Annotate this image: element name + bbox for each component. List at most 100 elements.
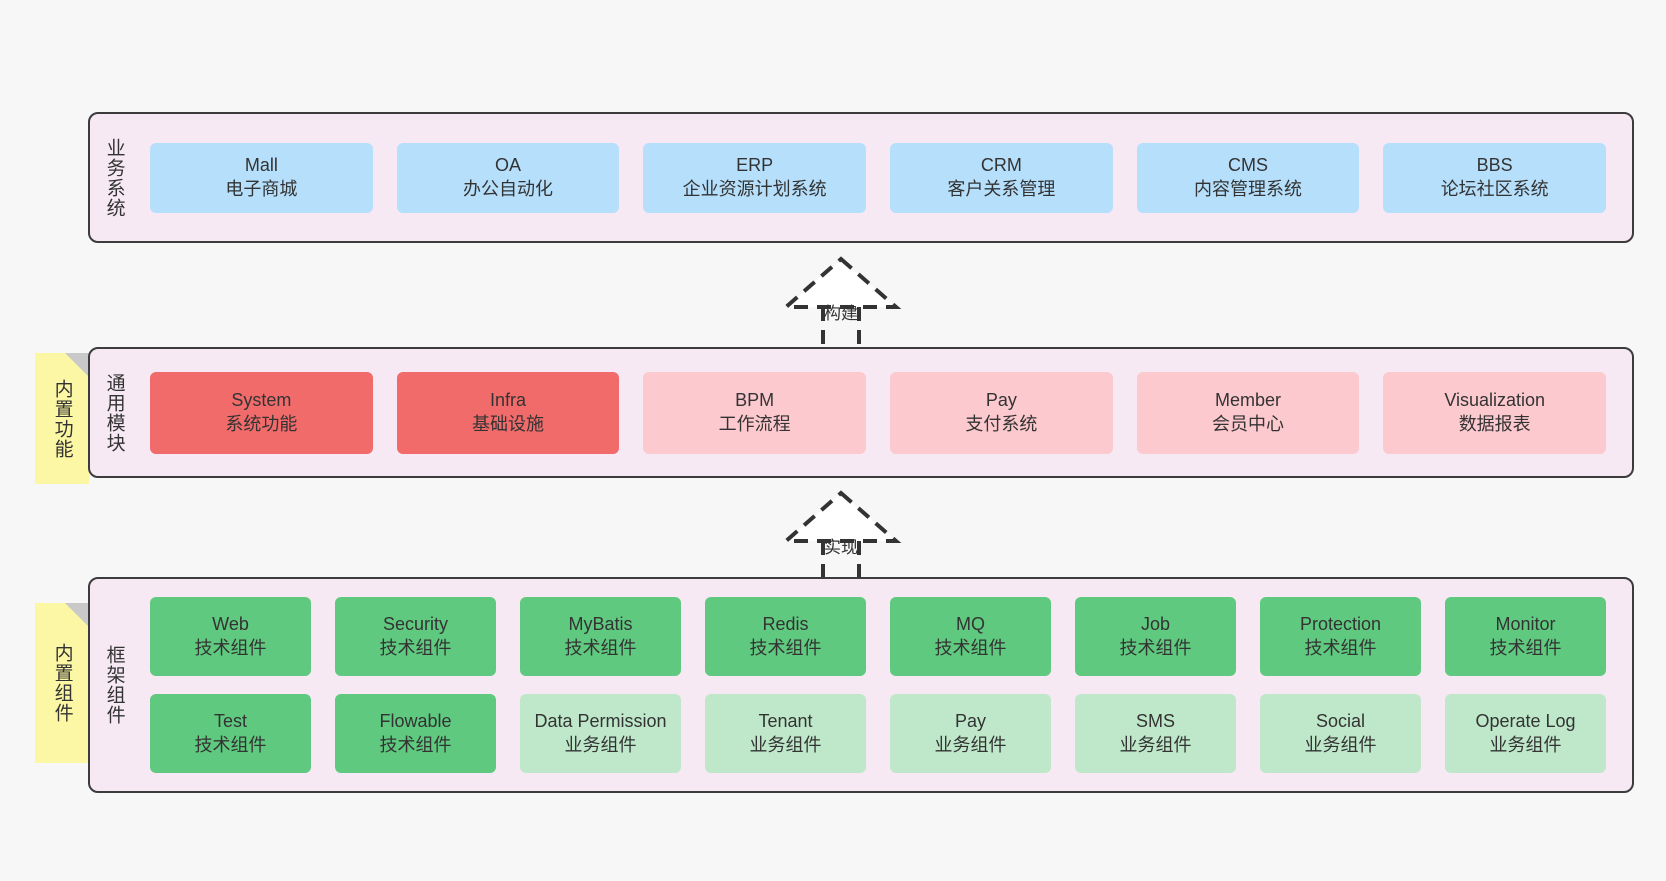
node-infra[interactable]: Infra 基础设施 (396, 371, 620, 454)
node-flowable[interactable]: Flowable 技术组件 (335, 694, 496, 773)
node-redis[interactable]: Redis 技术组件 (705, 597, 866, 676)
node-subtitle: 系统功能 (225, 413, 298, 434)
layer-row: Web 技术组件 Security 技术组件 MyBatis 技术组件 Redi… (138, 597, 1618, 676)
node-title: Pay (985, 390, 1017, 411)
node-title: Test (213, 711, 247, 732)
connector-label: 实现 (824, 538, 858, 557)
node-title: OA (495, 155, 522, 176)
node-subtitle: 会员中心 (1212, 413, 1285, 434)
node-cms[interactable]: CMS 内容管理系统 (1136, 142, 1360, 213)
node-bpm[interactable]: BPM 工作流程 (643, 371, 867, 454)
node-title: Job (1140, 614, 1171, 635)
sticky-note-builtin-components: 内置组件 (35, 603, 89, 763)
node-sms[interactable]: SMS 业务组件 (1075, 694, 1236, 773)
node-subtitle: 技术组件 (1304, 637, 1377, 658)
layer-business-systems: 业务系统 Mall 电子商城 OA 办公自动化 ERP 企业资源计划系统 CRM… (88, 112, 1634, 243)
node-subtitle: 业务组件 (749, 734, 822, 755)
node-subtitle: 客户关系管理 (947, 178, 1056, 199)
node-title: Tenant (758, 711, 813, 732)
node-social[interactable]: Social 业务组件 (1260, 694, 1421, 773)
node-subtitle: 技术组件 (934, 637, 1007, 658)
node-title: ERP (736, 155, 774, 176)
node-pay[interactable]: Pay 支付系统 (890, 371, 1113, 454)
node-subtitle: 工作流程 (718, 413, 791, 434)
node-subtitle: 技术组件 (379, 637, 452, 658)
node-subtitle: 技术组件 (194, 734, 267, 755)
node-oa[interactable]: OA 办公自动化 (396, 142, 620, 213)
connector-build: 构建 (751, 253, 931, 363)
node-subtitle: 业务组件 (934, 734, 1007, 755)
layer-title-common-modules: 通用模块 (103, 372, 125, 453)
layer-body-business-systems: Mall 电子商城 OA 办公自动化 ERP 企业资源计划系统 CRM 客户关系… (138, 114, 1632, 241)
node-bbs[interactable]: BBS 论坛社区系统 (1383, 142, 1607, 213)
node-subtitle: 基础设施 (472, 413, 544, 434)
node-protection[interactable]: Protection 技术组件 (1260, 597, 1421, 676)
layer-body-framework-components: Web 技术组件 Security 技术组件 MyBatis 技术组件 Redi… (138, 579, 1632, 791)
node-operate-log[interactable]: Operate Log 业务组件 (1445, 694, 1606, 773)
node-erp[interactable]: ERP 企业资源计划系统 (643, 142, 867, 213)
node-mq[interactable]: MQ 技术组件 (890, 597, 1051, 676)
layer-framework-components: 框架组件 Web 技术组件 Security 技术组件 MyBatis 技术组件… (88, 577, 1634, 793)
node-subtitle: 支付系统 (965, 413, 1038, 434)
node-title: Social (1315, 711, 1366, 732)
node-title: Member (1215, 390, 1282, 411)
node-title: MyBatis (568, 614, 633, 635)
node-visualization[interactable]: Visualization 数据报表 (1383, 371, 1607, 454)
sticky-note-label: 内置功能 (51, 378, 73, 459)
node-job[interactable]: Job 技术组件 (1075, 597, 1236, 676)
node-subtitle: 技术组件 (749, 637, 822, 658)
node-subtitle: 业务组件 (564, 734, 637, 755)
node-subtitle: 论坛社区系统 (1440, 178, 1549, 199)
node-title: Data Permission (534, 711, 667, 732)
node-title: CMS (1228, 155, 1269, 176)
node-title: Security (382, 614, 449, 635)
sticky-note-builtin-features: 内置功能 (35, 353, 89, 484)
node-title: Protection (1299, 614, 1382, 635)
node-subtitle: 技术组件 (1489, 637, 1562, 658)
node-subtitle: 办公自动化 (463, 178, 553, 199)
node-title: Monitor (1495, 614, 1556, 635)
node-subtitle: 内容管理系统 (1194, 178, 1303, 199)
node-title: Web (212, 614, 249, 635)
node-title: System (231, 390, 292, 411)
layer-common-modules: 通用模块 System 系统功能 Infra 基础设施 BPM 工作流程 Pay… (88, 347, 1634, 478)
node-title: CRM (980, 155, 1022, 176)
node-monitor[interactable]: Monitor 技术组件 (1445, 597, 1606, 676)
node-data-permission[interactable]: Data Permission 业务组件 (520, 694, 681, 773)
node-title: BPM (735, 390, 775, 411)
node-tenant[interactable]: Tenant 业务组件 (705, 694, 866, 773)
node-title: MQ (956, 614, 985, 635)
node-subtitle: 企业资源计划系统 (682, 178, 827, 199)
layer-title-framework-components: 框架组件 (103, 645, 125, 725)
node-subtitle: 业务组件 (1304, 734, 1377, 755)
dashed-generalization-arrow-icon (780, 256, 902, 359)
node-subtitle: 数据报表 (1458, 413, 1531, 434)
node-title: SMS (1135, 711, 1175, 732)
layer-row: Test 技术组件 Flowable 技术组件 Data Permission … (138, 694, 1618, 773)
sticky-note-label: 内置组件 (51, 643, 73, 723)
node-crm[interactable]: CRM 客户关系管理 (890, 142, 1113, 213)
node-mall[interactable]: Mall 电子商城 (150, 142, 373, 213)
node-subtitle: 技术组件 (194, 637, 267, 658)
node-subtitle: 技术组件 (379, 734, 452, 755)
node-security[interactable]: Security 技术组件 (335, 597, 496, 676)
node-subtitle: 业务组件 (1489, 734, 1562, 755)
node-subtitle: 电子商城 (225, 178, 298, 199)
node-system[interactable]: System 系统功能 (150, 371, 373, 454)
node-title: Mall (244, 155, 278, 176)
node-title: BBS (1476, 155, 1513, 176)
node-mybatis[interactable]: MyBatis 技术组件 (520, 597, 681, 676)
connector-realize: 实现 (751, 487, 931, 597)
node-pay-business[interactable]: Pay 业务组件 (890, 694, 1051, 773)
node-test[interactable]: Test 技术组件 (150, 694, 311, 773)
layer-row: Mall 电子商城 OA 办公自动化 ERP 企业资源计划系统 CRM 客户关系… (138, 142, 1618, 213)
node-title: Infra (489, 390, 527, 411)
node-member[interactable]: Member 会员中心 (1136, 371, 1360, 454)
node-title: Operate Log (1475, 711, 1576, 732)
node-title: Redis (762, 614, 809, 635)
node-title: Pay (954, 711, 987, 732)
layer-title-business-systems: 业务系统 (103, 137, 125, 218)
node-web[interactable]: Web 技术组件 (150, 597, 311, 676)
layer-body-common-modules: System 系统功能 Infra 基础设施 BPM 工作流程 Pay 支付系统… (138, 349, 1632, 476)
